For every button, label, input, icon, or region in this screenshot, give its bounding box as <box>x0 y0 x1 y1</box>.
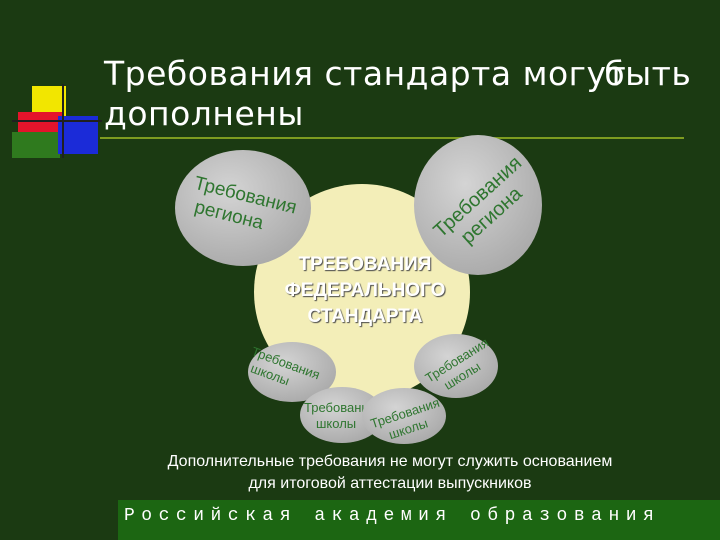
school-2-line2: школы <box>316 416 356 431</box>
footer-org-name: Российская академия образования <box>124 506 661 526</box>
title-underline <box>100 137 684 139</box>
center-label-line2: ФЕДЕРАЛЬНОГО <box>284 280 446 301</box>
note-text: Дополнительные требования не могут служи… <box>60 451 720 495</box>
logo-square-blue <box>58 116 98 154</box>
school-bubble-1 <box>248 342 336 402</box>
school-2-line1: Требования <box>304 400 376 415</box>
title-line-1: Требования стандарта могутбыть <box>104 54 692 93</box>
center-label-line1: ТРЕБОВАНИЯ <box>298 254 432 275</box>
logo-line-h <box>12 120 102 122</box>
logo-square-green <box>12 132 60 158</box>
note-line2: для итоговой аттестации выпускников <box>248 475 532 492</box>
school-bubble-2-label: Требования школы <box>304 400 376 431</box>
slide-title: Требования стандарта могутбыть дополнены <box>104 54 704 134</box>
center-label-line3: СТАНДАРТА <box>307 306 423 327</box>
right-region-bubble <box>414 135 542 275</box>
footer-bar <box>118 500 720 540</box>
school-bubble-4 <box>414 334 498 398</box>
school-bubble-2 <box>300 387 384 443</box>
title-overlap-word: быть <box>604 54 692 93</box>
federal-standard-label: ТРЕБОВАНИЯ ФЕДЕРАЛЬНОГО СТАНДАРТА <box>250 252 480 330</box>
title-line-2: дополнены <box>104 94 304 133</box>
logo-squares <box>10 82 110 162</box>
school-bubble-3 <box>362 388 446 444</box>
left-region-bubble <box>175 150 311 266</box>
note-line1: Дополнительные требования не могут служи… <box>167 453 613 470</box>
